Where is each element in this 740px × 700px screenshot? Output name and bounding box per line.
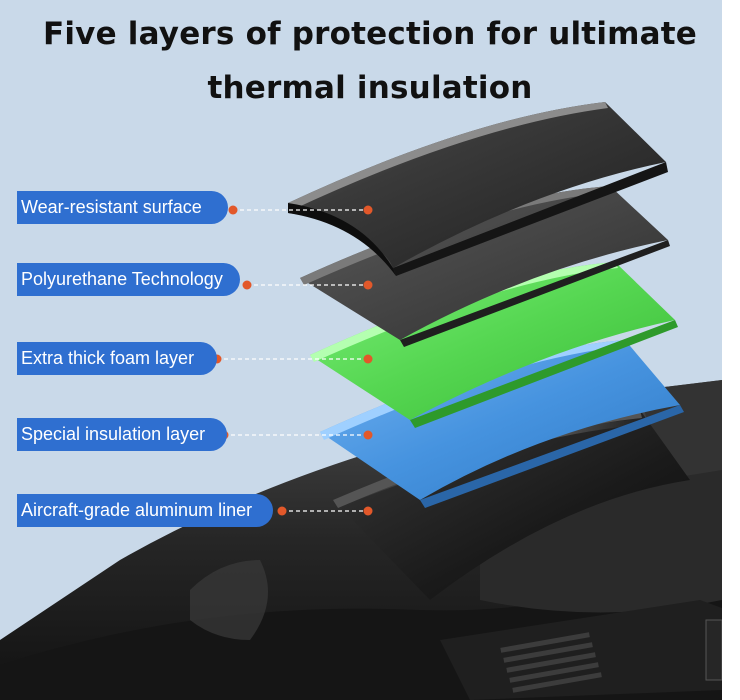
grip-ridges-icon: [500, 632, 602, 693]
marker-dot-insulation-end: [363, 430, 373, 440]
layer-label-wear-resistant: Wear-resistant surface: [17, 191, 228, 224]
layer-label-aluminum-liner: Aircraft-grade aluminum liner: [17, 494, 273, 527]
layer-label-foam: Extra thick foam layer: [17, 342, 217, 375]
marker-dot-polyurethane-end: [363, 280, 373, 290]
layer-label-polyurethane: Polyurethane Technology: [17, 263, 240, 296]
insulation-layer: [320, 340, 684, 508]
polyurethane-layer: [300, 186, 670, 347]
foam-layer: [310, 262, 678, 428]
marker-dot-polyurethane-start: [242, 280, 252, 290]
leader-lines: [217, 209, 368, 512]
product-illustration: [0, 102, 722, 700]
marker-dot-wear-start: [228, 205, 238, 215]
headline-line-2: thermal insulation: [207, 70, 533, 106]
marker-dot-liner-end: [363, 506, 373, 516]
layer-label-insulation: Special insulation layer: [17, 418, 227, 451]
marker-dot-foam-end: [363, 354, 373, 364]
infographic-canvas: Wear-resistant surface Polyurethane Tech…: [0, 0, 722, 700]
marker-dot-liner-start: [277, 506, 287, 516]
marker-dot-wear-end: [363, 205, 373, 215]
headline-line-1: Five layers of protection for ultimate: [42, 16, 698, 52]
